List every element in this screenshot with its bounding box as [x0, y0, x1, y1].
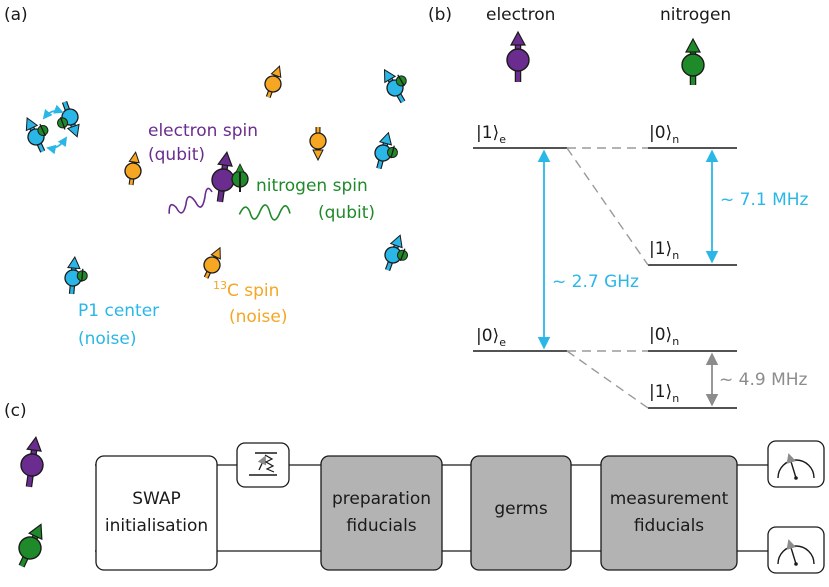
- nitrogen-upper-splitting-label: ~ 7.1 MHz: [720, 190, 809, 210]
- preparation-label: preparation: [332, 489, 431, 509]
- electron-spin-label: electron spin: [148, 121, 258, 141]
- ket-n1-lower: |1⟩n: [649, 382, 679, 405]
- ket-n0-lower: |0⟩n: [649, 325, 679, 348]
- panel-label-a: (a): [4, 5, 28, 25]
- panel-label-b: (b): [428, 5, 452, 25]
- panel-c: SWAP initialisation preparation fiducial…: [12, 436, 825, 574]
- p1-center-label: P1 center: [78, 301, 159, 321]
- nitrogen-spin-icon: [12, 520, 51, 571]
- swap-label-line2: initialisation: [105, 516, 208, 536]
- p1-center-icon: [20, 99, 85, 155]
- preparation-fiducials-box: [320, 455, 443, 571]
- nitrogen-spin-label: nitrogen spin: [256, 176, 368, 196]
- c13-spin-icon: [310, 127, 326, 160]
- panel-b: electron nitrogen |1⟩e |0⟩e |0⟩n |1⟩n |0…: [473, 5, 809, 409]
- electron-splitting-label: ~ 2.7 GHz: [552, 272, 639, 292]
- electron-spin-icon: [507, 32, 529, 82]
- measurement-meter-icon: [767, 526, 825, 574]
- measurement-label: measurement: [610, 489, 729, 509]
- preparation-label-line2: fiducials: [346, 516, 416, 536]
- p1-center-noise: (noise): [78, 329, 136, 349]
- nitrogen-header: nitrogen: [660, 5, 731, 25]
- c13-spin-icon: [123, 151, 143, 186]
- measurement-fiducials-box: [600, 455, 738, 571]
- swap-label: SWAP: [132, 489, 181, 509]
- panel-label-c: (c): [4, 401, 27, 421]
- swap-initialisation-box: [95, 455, 218, 571]
- measurement-label-line2: fiducials: [634, 516, 704, 536]
- p1-center-icon: [380, 233, 413, 275]
- ket-e1: |1⟩e: [476, 123, 506, 146]
- c13-spin-noise: (noise): [229, 307, 287, 327]
- p1-center-icon: [64, 256, 89, 295]
- c13-spin-label: 13C spin: [213, 279, 279, 301]
- ket-n0-upper: |0⟩n: [649, 123, 679, 146]
- ket-n1-upper: |1⟩n: [649, 239, 679, 262]
- nitrogen-lower-splitting-label: ~ 4.9 MHz: [719, 370, 808, 390]
- germs-label: germs: [494, 499, 548, 519]
- panel-a: electron spin (qubit) nitrogen spin (qub…: [20, 63, 415, 349]
- nitrogen-spin-qubit: (qubit): [318, 203, 375, 223]
- germs-box: [470, 455, 572, 571]
- measurement-meter-icon: [767, 440, 825, 488]
- electron-header: electron: [486, 5, 555, 25]
- ket-e0: |0⟩e: [476, 326, 506, 349]
- c13-spin-icon: [261, 63, 287, 99]
- electron-spin-qubit: (qubit): [148, 145, 205, 165]
- nitrogen-spin-icon: [682, 39, 704, 85]
- reset-icon: [236, 442, 290, 488]
- p1-center-icon: [378, 63, 416, 106]
- electron-spin-icon: [18, 436, 47, 489]
- p1-center-icon: [371, 131, 402, 172]
- c13-spin-icon: [199, 244, 227, 281]
